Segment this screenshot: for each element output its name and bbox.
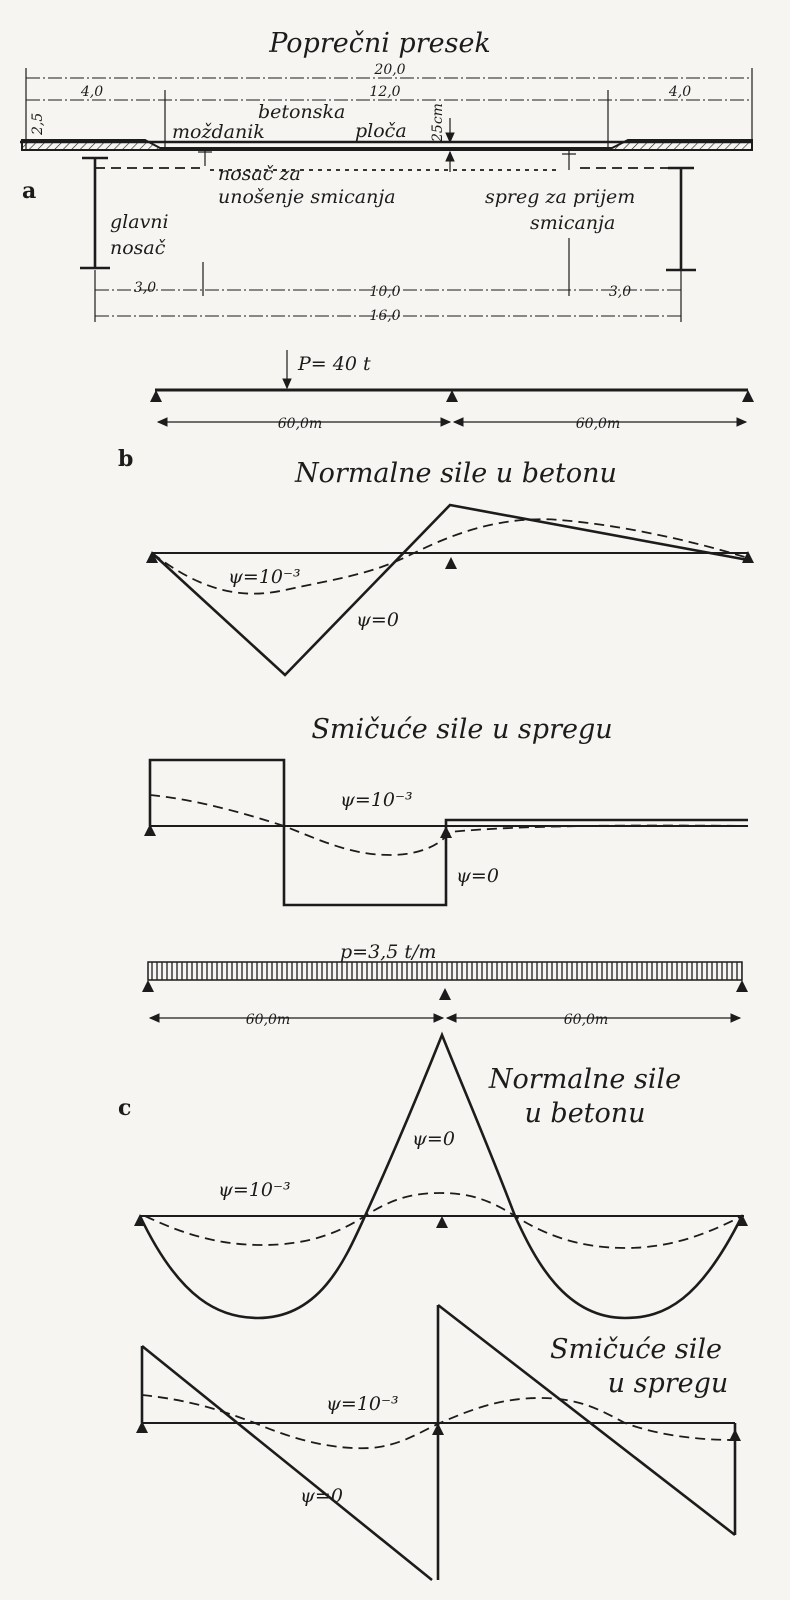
b-shear-force-diagram: ψ=10⁻³ ψ=0 xyxy=(144,758,749,907)
label-nosac: nosač xyxy=(110,237,166,259)
span-right-b: 60,0m xyxy=(576,416,620,432)
support-right-c xyxy=(736,980,748,992)
main-girder-left xyxy=(80,156,110,270)
main-girder-right xyxy=(666,166,696,272)
c-normal-curve-psi0 xyxy=(138,1031,744,1320)
c-shear-psi0-label: ψ=0 xyxy=(300,1485,343,1507)
b-normal-support-mid xyxy=(445,557,457,569)
c-shear-support-left xyxy=(136,1421,148,1433)
c-shear-title-1: Smičuće sile xyxy=(550,1334,722,1365)
stringers xyxy=(198,150,576,296)
bottom-dimensions: 3,0 10,0 3,0 16,0 xyxy=(94,270,682,324)
c-shear-curve-psi-creep xyxy=(141,1394,736,1450)
label-betonska: betonska xyxy=(258,101,345,123)
case-c: p=3,5 t/m 60,0m 60,0m c Normalne sile u … xyxy=(118,941,748,1582)
b-normal-support-left xyxy=(146,551,158,563)
c-normal-force-diagram: ψ=10⁻³ ψ=0 xyxy=(134,1031,748,1320)
dim-b-total: 16,0 xyxy=(369,308,400,324)
dim-b-left: 3,0 xyxy=(134,280,156,296)
dim-mid-label: 12,0 xyxy=(369,84,400,100)
section-label-b: b xyxy=(118,446,133,472)
label-spreg-za: spreg za prijem xyxy=(485,186,635,208)
beam-c: p=3,5 t/m 60,0m 60,0m xyxy=(142,941,748,1028)
b-normal-force-diagram: ψ=10⁻³ ψ=0 xyxy=(146,503,754,677)
left-edge-label: 2,5 xyxy=(30,113,46,136)
c-normal-support-left xyxy=(134,1214,146,1226)
b-shear-title: Smičuće sile u spregu xyxy=(311,714,612,745)
c-normal-title-2: u betonu xyxy=(524,1098,645,1129)
dim-b-right: 3,0 xyxy=(609,284,631,300)
support-right-b xyxy=(742,390,754,402)
c-normal-psi-creep-label: ψ=10⁻³ xyxy=(218,1179,291,1201)
span-left-c: 60,0m xyxy=(246,1012,290,1028)
support-left-b xyxy=(150,390,162,402)
case-b: P= 40 t 60,0m 60,0m b Normalne sile u be… xyxy=(118,350,754,907)
support-mid-b xyxy=(446,390,458,402)
b-shear-psi0-label: ψ=0 xyxy=(456,865,499,887)
slab-thickness-marker: 25cm 2,5 xyxy=(30,103,455,172)
distributed-load-block xyxy=(147,961,743,981)
b-shear-support-mid xyxy=(440,826,452,838)
label-unosenje: unošenje smicanja xyxy=(218,186,396,208)
top-dimensions: 20,0 4,0 12,0 4,0 xyxy=(25,62,753,150)
concrete-slab xyxy=(20,139,753,151)
c-shear-support-mid xyxy=(432,1423,444,1435)
c-normal-title-1: Normalne sile xyxy=(488,1064,681,1095)
distributed-load-label: p=3,5 t/m xyxy=(340,941,436,963)
beam-b: P= 40 t 60,0m 60,0m xyxy=(150,350,754,432)
support-mid-c xyxy=(439,988,451,1000)
c-shear-psi-creep-label: ψ=10⁻³ xyxy=(326,1393,399,1415)
span-right-c: 60,0m xyxy=(564,1012,608,1028)
dim-left-label: 4,0 xyxy=(80,84,103,100)
b-normal-psi0-label: ψ=0 xyxy=(356,609,399,631)
bracing-dashed xyxy=(95,167,681,171)
c-shear-left-line xyxy=(141,1344,433,1582)
b-normal-title: Normalne sile u betonu xyxy=(294,458,617,489)
b-normal-support-right xyxy=(742,551,754,563)
cross-section-title: Poprečni presek xyxy=(268,28,491,59)
dim-right-label: 4,0 xyxy=(668,84,691,100)
b-normal-psi-creep-label: ψ=10⁻³ xyxy=(228,566,301,588)
c-normal-support-right xyxy=(736,1214,748,1226)
section-label-c: c xyxy=(118,1095,131,1121)
label-ploca: ploča xyxy=(355,120,407,142)
c-normal-curve-psi-creep xyxy=(144,1192,743,1249)
c-normal-support-mid xyxy=(436,1216,448,1228)
thickness-label: 25cm xyxy=(430,103,446,143)
c-shear-support-right xyxy=(729,1429,741,1441)
dim-b-mid: 10,0 xyxy=(369,284,400,300)
b-shear-support-left xyxy=(144,824,156,836)
label-smicanja: smicanja xyxy=(530,212,615,234)
b-normal-curve-psi-creep xyxy=(151,518,749,595)
support-left-c xyxy=(142,980,154,992)
label-nosac-za: nosač za xyxy=(218,163,301,185)
label-mozdanik: moždanik xyxy=(172,121,265,143)
b-normal-curve-psi0 xyxy=(151,503,749,677)
b-shear-psi-creep-label: ψ=10⁻³ xyxy=(340,789,413,811)
c-shear-title-2: u spregu xyxy=(608,1368,729,1399)
c-shear-force-diagram: ψ=10⁻³ ψ=0 xyxy=(136,1303,741,1582)
dim-total-label: 20,0 xyxy=(373,62,405,78)
c-shear-right-line xyxy=(437,1303,736,1537)
cross-section: Poprečni presek 20,0 4,0 12,0 4,0 25cm 2… xyxy=(20,28,753,324)
c-normal-psi0-label: ψ=0 xyxy=(412,1128,455,1150)
b-shear-curve-psi-creep xyxy=(149,794,749,856)
point-load-label: P= 40 t xyxy=(297,353,371,375)
b-shear-curve-psi0 xyxy=(148,758,748,907)
span-left-b: 60,0m xyxy=(278,416,322,432)
label-glavni: glavni xyxy=(110,211,169,233)
section-label-a: a xyxy=(22,178,36,204)
